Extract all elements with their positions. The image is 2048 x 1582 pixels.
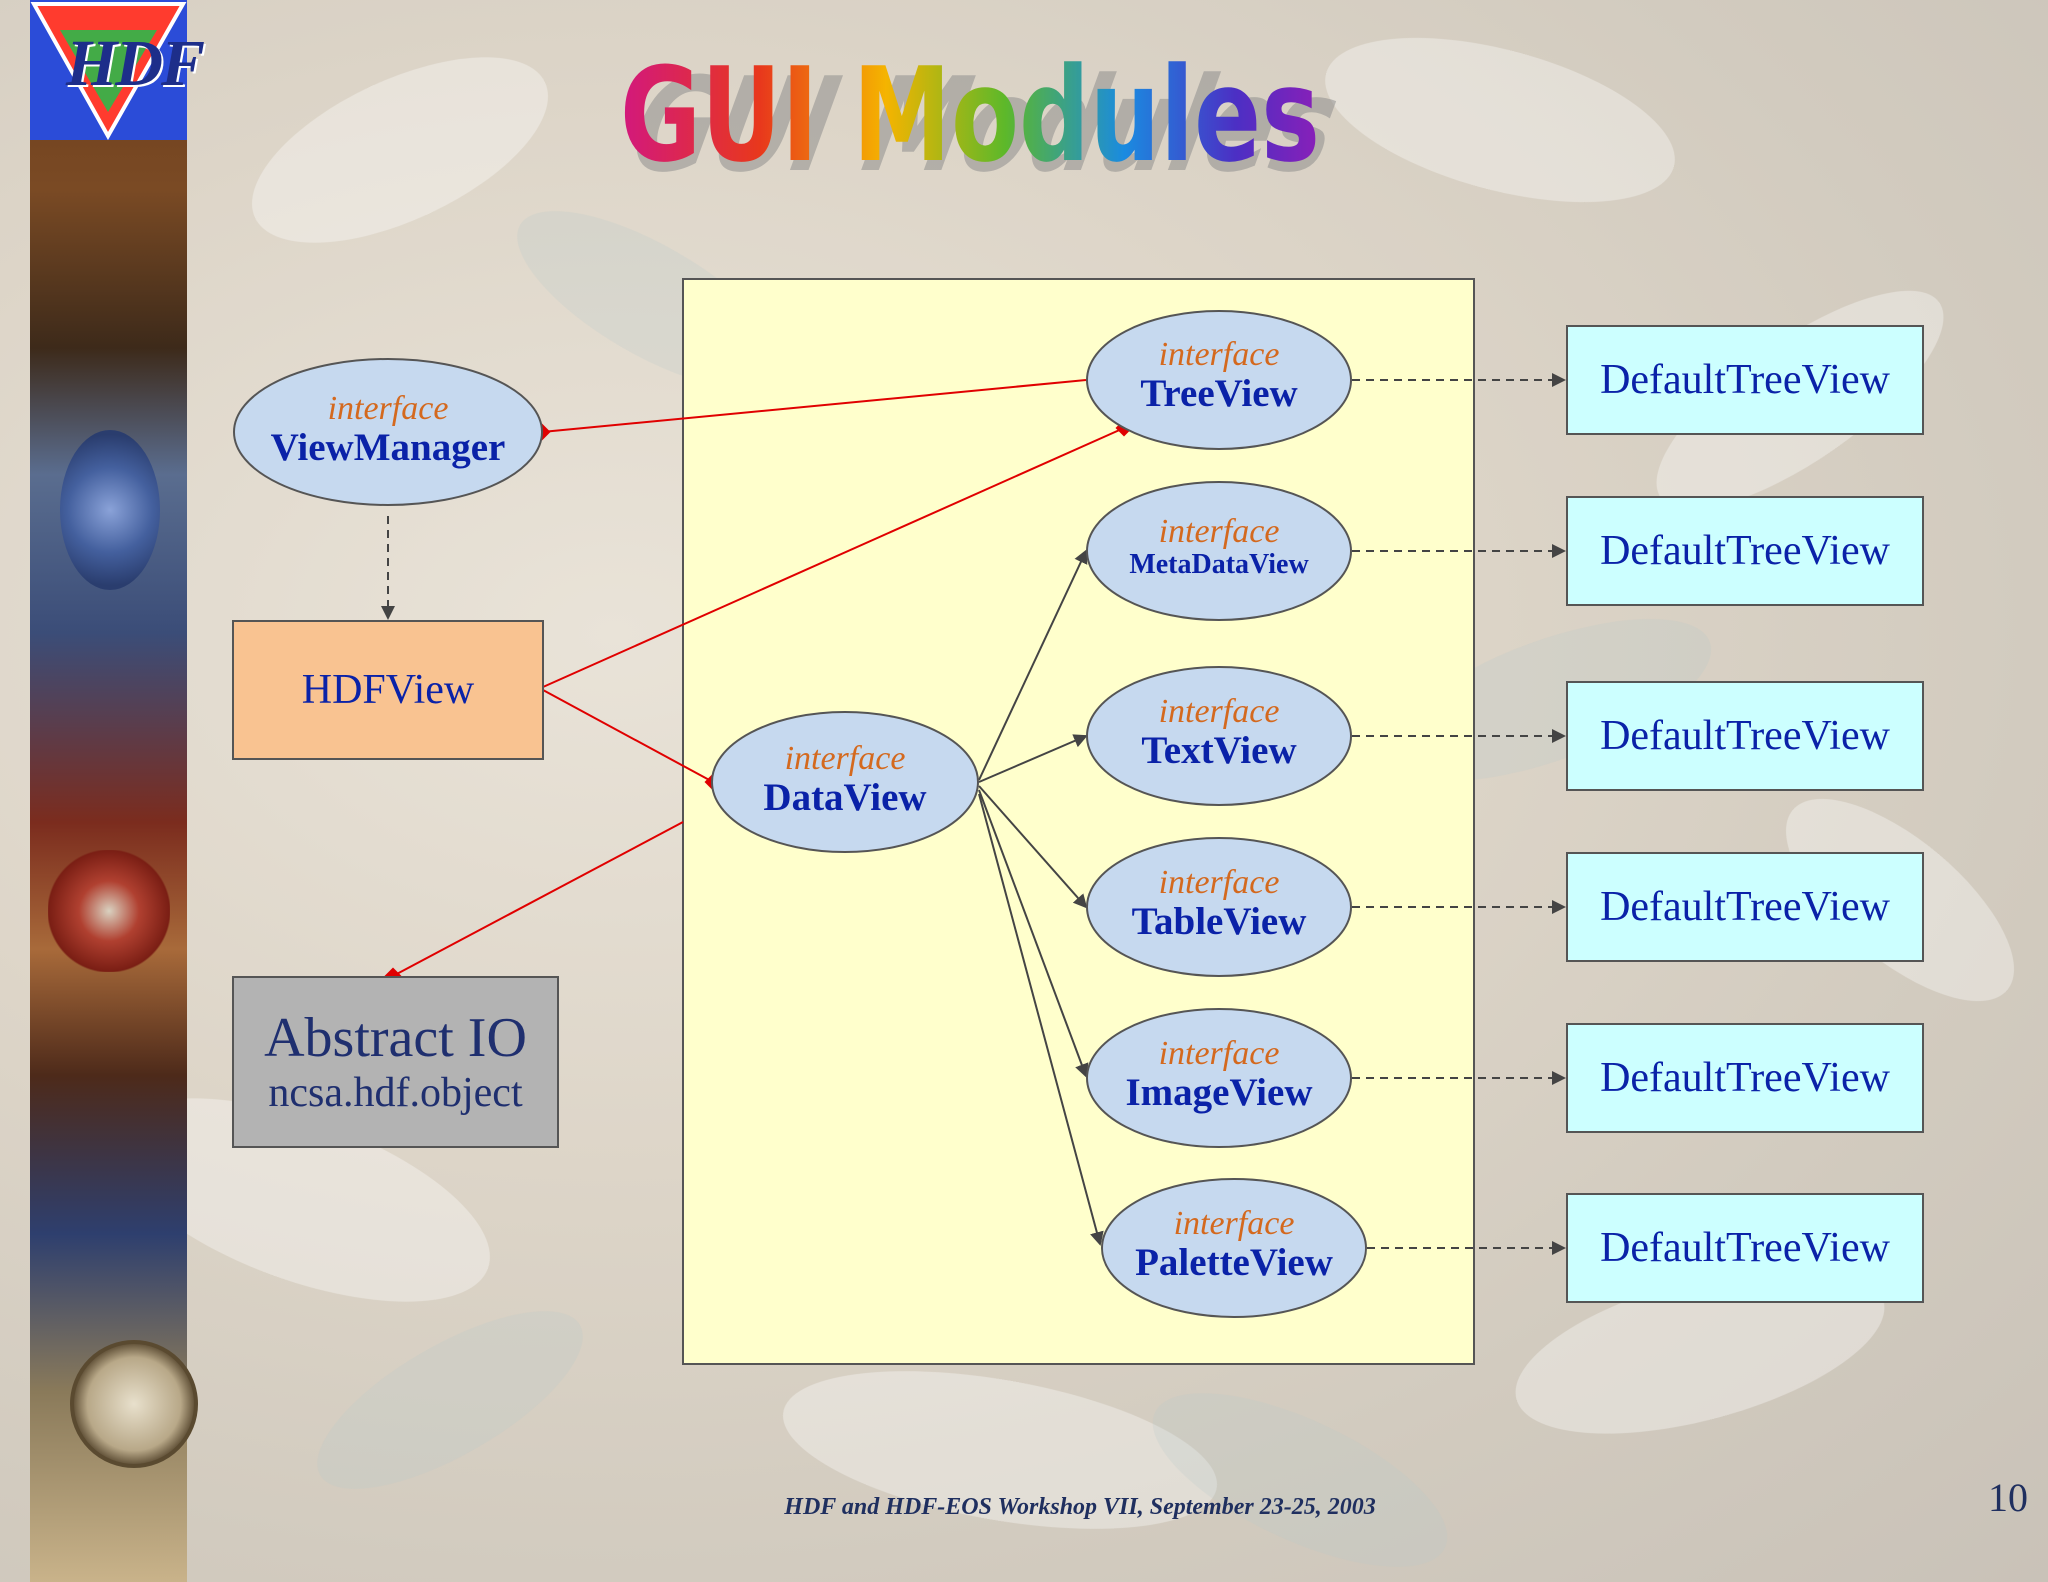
viewmanager-name: ViewManager	[270, 426, 506, 470]
link-hdfview-treeview	[542, 427, 1125, 688]
impl-arrows	[1352, 373, 1566, 1255]
viewmanager-node: interface ViewManager	[234, 390, 542, 470]
dataview-name: DataView	[763, 776, 927, 820]
abstractio-label-wrap: Abstract IO ncsa.hdf.object	[233, 977, 558, 1147]
link-viewmanager-treeview	[541, 379, 1087, 433]
paletteview-node: interface PaletteView	[1102, 1205, 1366, 1285]
ellipse-imageview	[1086, 1008, 1352, 1148]
ellipse-tableview	[1086, 837, 1352, 977]
ellipse-paletteview	[1101, 1178, 1367, 1318]
treeview-node: interface TreeView	[1087, 336, 1351, 416]
treeview-name: TreeView	[1140, 372, 1298, 416]
impl-box-4	[1566, 1023, 1924, 1133]
link-hdfview-dataview	[542, 689, 714, 783]
impl-boxes	[1566, 325, 1924, 1303]
decorative-sidebar	[30, 0, 198, 1582]
paletteview-name: PaletteView	[1135, 1241, 1333, 1285]
hdfview-label: HDFView	[301, 667, 475, 713]
arrow-to-textview	[978, 734, 1088, 783]
red-links	[392, 379, 1125, 977]
impl-box-1	[1566, 496, 1924, 606]
impl-text-4: DefaultTreeView	[1600, 1055, 1890, 1101]
page-number: 10	[1988, 1475, 2028, 1520]
paletteview-interface-label: interface	[1173, 1205, 1295, 1242]
metadataview-node: interface MetaDataView	[1087, 513, 1351, 581]
ellipse-treeview	[1086, 310, 1352, 450]
dataview-node: interface DataView	[712, 740, 978, 820]
tableview-name: TableView	[1131, 900, 1307, 944]
impl-text-5: DefaultTreeView	[1600, 1225, 1890, 1271]
cross-decoration	[48, 850, 170, 972]
abstractio-package: ncsa.hdf.object	[268, 1069, 523, 1116]
arrow-to-paletteview	[978, 793, 1104, 1246]
arrow-to-imageview	[978, 789, 1089, 1078]
hdfview-label-wrap: HDFView	[233, 621, 543, 759]
dataview-interface-label: interface	[784, 740, 906, 777]
impl-text-0: DefaultTreeView	[1600, 357, 1890, 403]
ellipse-dataview	[711, 711, 979, 853]
arrow-to-tableview	[978, 785, 1088, 909]
interface-ellipses	[233, 310, 1367, 1318]
impl-label-1: DefaultTreeView	[1567, 497, 1923, 605]
impl-text-1: DefaultTreeView	[1600, 528, 1890, 574]
ellipse-viewmanager	[233, 358, 543, 506]
slide-footer: HDF and HDF-EOS Workshop VII, September …	[784, 1494, 1376, 1520]
abstractio-box	[232, 976, 559, 1148]
tableview-interface-label: interface	[1158, 864, 1280, 901]
imageview-node: interface ImageView	[1087, 1035, 1351, 1115]
title-text: GUI Modules	[620, 39, 1320, 191]
impl-text-3: DefaultTreeView	[1600, 884, 1890, 930]
textview-name: TextView	[1141, 729, 1297, 773]
imageview-interface-label: interface	[1158, 1035, 1280, 1072]
impl-label-2: DefaultTreeView	[1567, 682, 1923, 790]
impl-box-0	[1566, 325, 1924, 435]
abstractio-title: Abstract IO	[264, 1007, 527, 1070]
title-shadow: GUI Modules	[608, 49, 1363, 201]
impl-label-3: DefaultTreeView	[1567, 853, 1923, 961]
link-container-abstractio	[392, 821, 684, 977]
ellipse-metadataview	[1086, 481, 1352, 621]
impl-box-2	[1566, 681, 1924, 791]
tableview-node: interface TableView	[1087, 864, 1351, 944]
metadataview-interface-label: interface	[1158, 513, 1280, 550]
hdf-logo: HDF	[30, 0, 205, 141]
impl-label-5: DefaultTreeView	[1567, 1194, 1923, 1302]
ellipse-textview	[1086, 666, 1352, 806]
compass-decoration	[70, 1340, 198, 1468]
hdfview-box	[232, 620, 544, 760]
imageview-name: ImageView	[1125, 1071, 1313, 1115]
hdf-logo-triangle	[30, 0, 187, 141]
impl-label-4: DefaultTreeView	[1567, 1024, 1923, 1132]
impl-box-3	[1566, 852, 1924, 962]
arrow-to-metadataview	[978, 549, 1088, 781]
viewmanager-interface-label: interface	[327, 390, 449, 427]
impl-label-0: DefaultTreeView	[1567, 326, 1923, 434]
treeview-interface-label: interface	[1158, 336, 1280, 373]
textview-interface-label: interface	[1158, 693, 1280, 730]
textview-node: interface TextView	[1087, 693, 1351, 773]
dataview-arrows	[978, 549, 1104, 1246]
impl-box-5	[1566, 1193, 1924, 1303]
logo-text: HDF	[66, 27, 205, 100]
medal-decoration	[60, 430, 160, 590]
slide-title: GUI Modules GUI Modules	[608, 20, 1363, 201]
impl-text-2: DefaultTreeView	[1600, 713, 1890, 759]
metadataview-name: MetaDataView	[1129, 549, 1309, 581]
